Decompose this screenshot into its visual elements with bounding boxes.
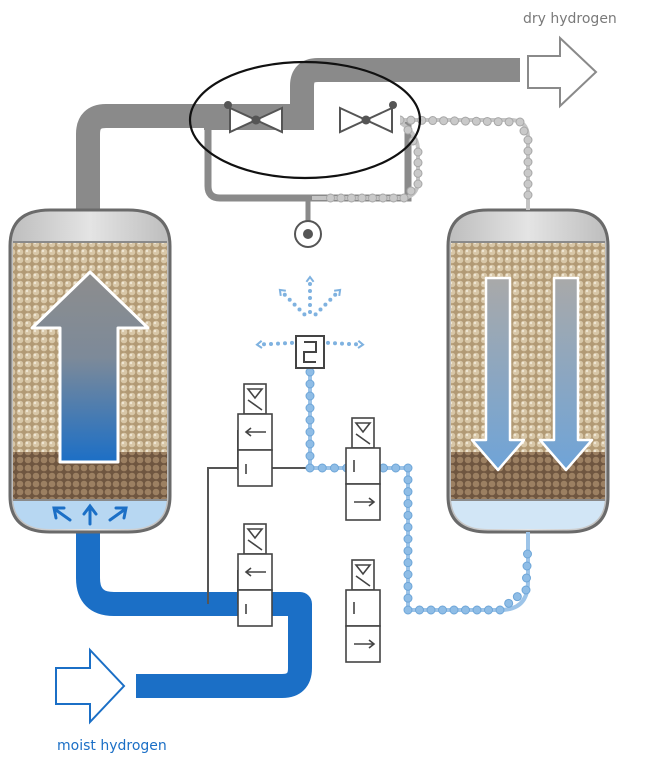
highlight-ellipse — [188, 60, 422, 180]
downflow-arrow-right-icon — [538, 276, 594, 472]
downflow-arrow-left-icon — [470, 276, 526, 472]
dry-hydrogen-label: dry hydrogen — [523, 11, 617, 27]
dry-gas-header — [76, 58, 520, 222]
right-regenerating-vessel — [446, 208, 610, 534]
dry-hydrogen-outlet-arrow — [527, 35, 598, 109]
upflow-arrow-icon — [30, 270, 150, 464]
gate-valve-left — [204, 101, 314, 134]
moist-gas-pipe — [76, 530, 312, 698]
exhaust-dots — [255, 275, 365, 349]
signal-line-dots — [305, 367, 532, 615]
moist-hydrogen-label: moist hydrogen — [57, 738, 167, 754]
solenoid-valve-lower-right — [345, 559, 381, 663]
moist-hydrogen-inlet-arrow — [55, 647, 126, 725]
gate-valve-right — [318, 101, 400, 134]
distribution-arrows-icon — [52, 503, 128, 526]
pilot-purge-dots — [326, 115, 533, 203]
solenoid-valve-lower-left — [237, 523, 273, 627]
exhaust-silencer-icon — [295, 335, 325, 369]
solenoid-valve-upper-left — [237, 383, 273, 487]
control-lines — [207, 430, 346, 604]
solenoid-valve-upper-right — [345, 417, 381, 521]
left-adsorber-vessel — [8, 208, 172, 534]
pressure-gauge-icon — [294, 220, 322, 248]
